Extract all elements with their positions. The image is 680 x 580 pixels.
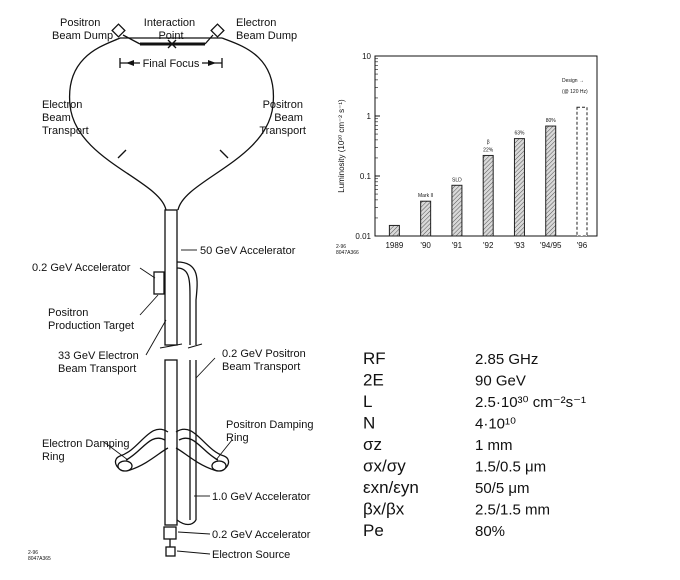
chart-xtick-label: 1989 (385, 241, 403, 250)
label-accel-50: 50 GeV Accelerator (200, 245, 296, 257)
positron-damping-ring (175, 428, 230, 472)
chart-bar-label: 22% (483, 147, 494, 153)
accel-02-top-box (153, 271, 165, 295)
param-name: εxn/εyn (363, 478, 419, 497)
chart-bar (513, 138, 525, 237)
chart-xtick-label: '91 (452, 241, 463, 250)
param-name: σz (363, 435, 382, 454)
label-positron-transport: Positron Beam Transport (259, 99, 306, 137)
label-accel-02-bottom: 0.2 GeV Accelerator (212, 529, 311, 541)
chart-xtick-label: '90 (420, 241, 431, 250)
label-electron-source: Electron Source (212, 549, 290, 561)
positron-dump-icon (111, 23, 126, 38)
chart-bar-label: 80% (546, 118, 557, 124)
param-value: 2.5·10³⁰ cm⁻²s⁻¹ (475, 394, 586, 411)
electron-source-box (165, 546, 176, 557)
positron-arc (177, 37, 274, 211)
chart-xtick-label: '94/95 (540, 241, 562, 250)
chart-code: 2-96 8047A366 (336, 244, 359, 256)
chart-bar (451, 184, 463, 237)
electron-dump-icon (210, 23, 225, 38)
param-value: 2.85 GHz (475, 351, 538, 368)
label-positron-02: 0.2 GeV Positron Beam Transport (222, 348, 309, 373)
label-interaction-point: Interaction Point (144, 17, 198, 42)
param-name: σx/σy (363, 457, 406, 476)
chart-xtick-label: '93 (514, 241, 525, 250)
param-value: 1 mm (475, 437, 513, 454)
chart-bar (576, 106, 588, 237)
chart-bar (482, 154, 494, 237)
label-electron-33: 33 GeV Electron Beam Transport (58, 350, 142, 375)
label-final-focus: Final Focus (143, 58, 200, 70)
accelerator-diagram (69, 23, 274, 557)
parameter-table: RF 2.85 GHz 2E 90 GeV L 2.5·10³⁰ cm⁻²s⁻¹ N 4·10… (363, 349, 586, 540)
param-name: RF (363, 349, 386, 368)
diagram-labels: Positron Beam Dump Interaction Point Ele… (28, 17, 317, 562)
electron-damping-ring (114, 428, 169, 472)
chart-bar (388, 224, 400, 237)
label-diagram-code: 2-96 8047A365 (28, 550, 51, 562)
chart-bar (545, 125, 557, 237)
chart-ytick-label: 1 (367, 112, 372, 121)
label-damping-electron: Electron Damping Ring (42, 438, 133, 463)
chart-bar (420, 200, 432, 237)
linac-upper (164, 209, 178, 346)
param-value: 50/5 μm (475, 480, 530, 497)
chart-bar-extra-label: β (487, 139, 490, 145)
label-damping-positron: Positron Damping Ring (226, 419, 317, 444)
chart-bar-label: Mark II (418, 193, 433, 199)
chart-ytick-label: 0.01 (355, 232, 371, 241)
label-electron-transport: Electron Beam Transport (42, 99, 89, 137)
param-value: 4·10¹⁰ (475, 416, 516, 433)
linac-lower (164, 359, 178, 526)
chart-ylabel: Luminosity (10³⁰ cm⁻² s⁻¹) (337, 99, 346, 193)
param-name: N (363, 414, 375, 433)
accel-02-bottom-box (163, 526, 177, 540)
chart-ytick-label: 0.1 (360, 172, 372, 181)
label-accel-02-top: 0.2 GeV Accelerator (32, 262, 131, 274)
param-name: 2E (363, 371, 384, 390)
label-electron-dump: Electron Beam Dump (236, 17, 297, 42)
luminosity-chart: 0.01 0.1 1 10 Mark II SLD 22% β 63% 80% 1989 '90 '… (336, 52, 598, 256)
param-value: 2.5/1.5 mm (475, 502, 550, 519)
chart-xtick-label: '92 (483, 241, 494, 250)
param-value: 90 GeV (475, 373, 526, 390)
param-name: Pe (363, 521, 384, 540)
label-accel-10: 1.0 GeV Accelerator (212, 491, 311, 503)
chart-bar-label: 63% (514, 131, 525, 137)
param-value: 80% (475, 523, 505, 540)
chart-bar-label: SLD (452, 177, 462, 183)
label-positron-dump: Positron Beam Dump (52, 17, 113, 42)
param-name: βx/βx (363, 500, 405, 519)
param-name: L (363, 392, 372, 411)
chart-ytick-label: 10 (362, 52, 371, 61)
param-value: 1.5/0.5 μm (475, 459, 546, 476)
label-positron-target: Positron Production Target (48, 307, 134, 332)
chart-design-annotation: Design → (@ 120 Hz) (562, 78, 588, 95)
chart-xtick-label: '96 (577, 241, 588, 250)
electron-arc (69, 37, 167, 211)
